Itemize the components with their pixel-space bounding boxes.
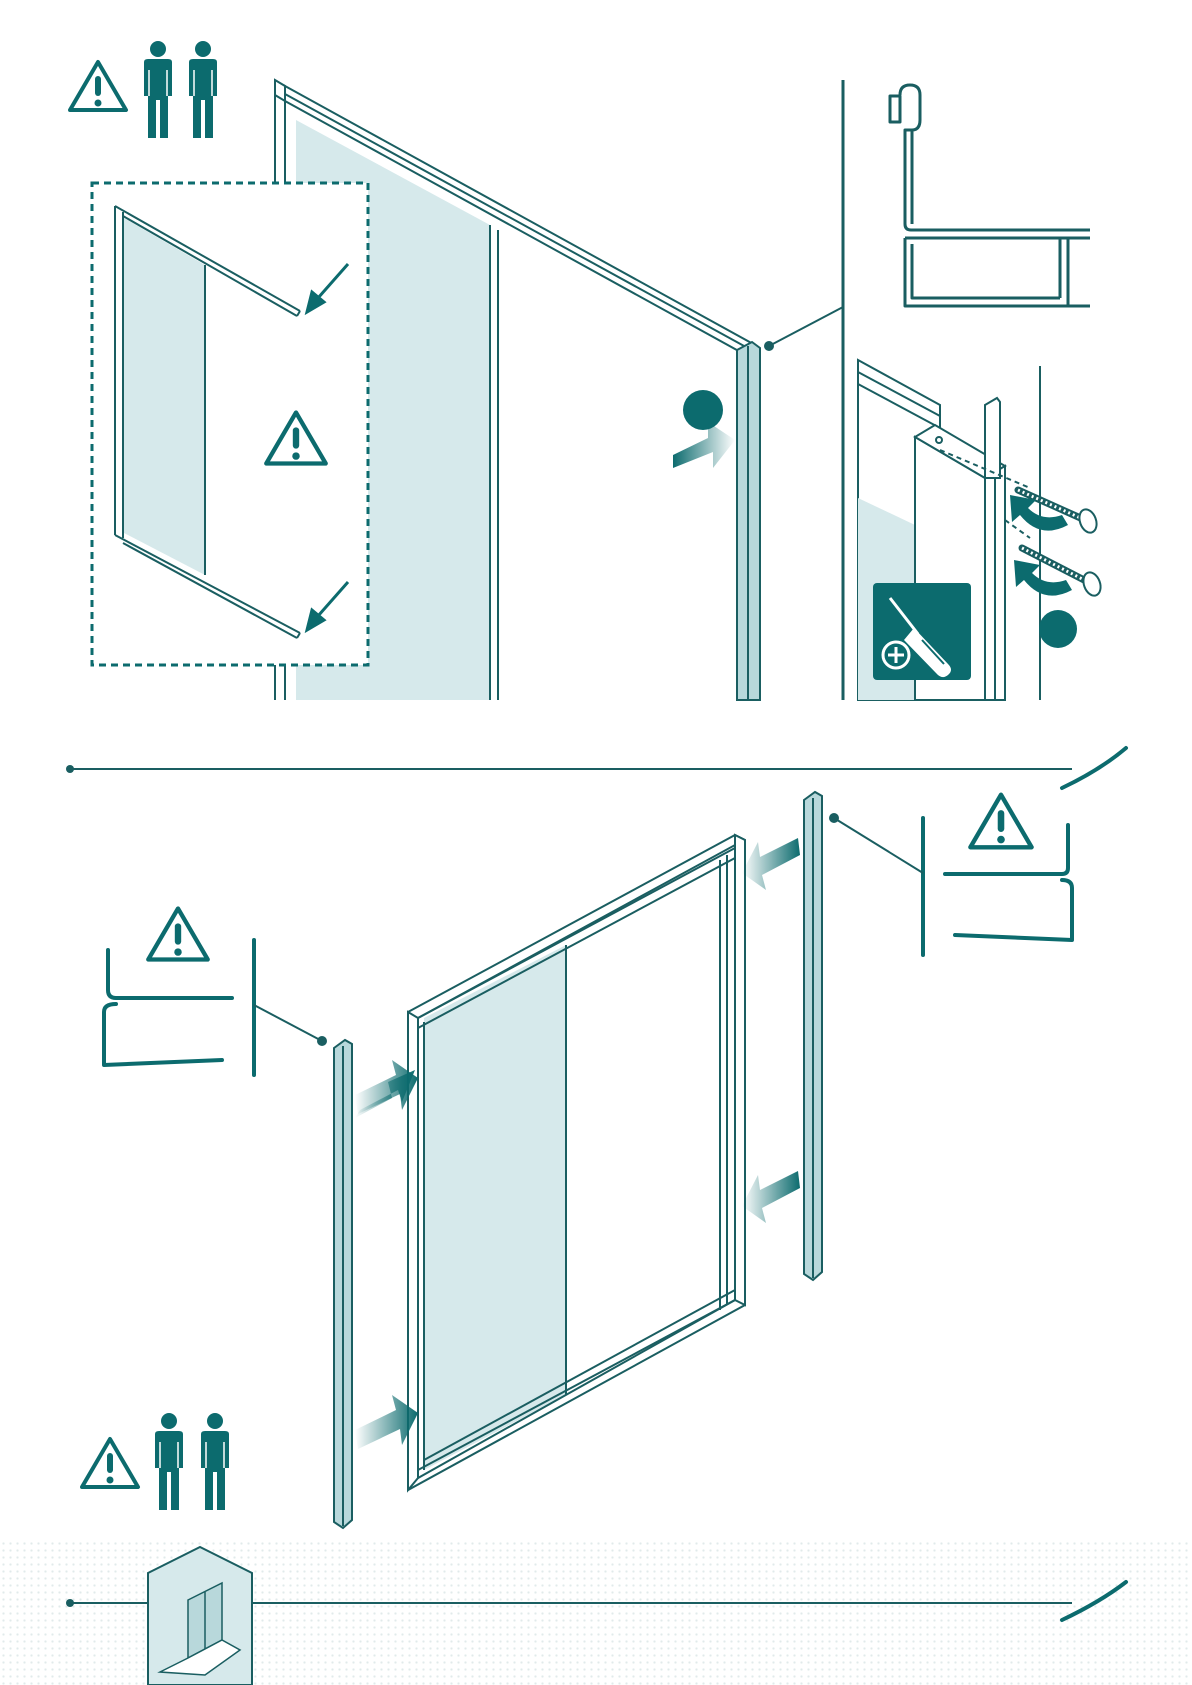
screwdriver-icon: [873, 583, 971, 680]
two-person-warning: [82, 1413, 229, 1510]
person-icon: [144, 41, 172, 138]
profile-cross-section: [890, 85, 1090, 306]
wall-profile: [737, 342, 760, 700]
warning-triangle-icon: [148, 909, 208, 960]
arrow-icon: [742, 1171, 800, 1223]
step-bottom: [82, 792, 1072, 1528]
step-separator: [66, 748, 1126, 788]
warning-triangle-icon: [82, 1439, 138, 1487]
callout-line: [769, 307, 843, 346]
person-icon: [189, 41, 217, 138]
detail-inset: [92, 183, 368, 665]
warning-triangle-icon: [70, 62, 126, 110]
person-icon: [155, 1413, 183, 1510]
callout-line: [254, 1005, 322, 1041]
callout-line: [834, 818, 923, 873]
person-icon: [201, 1413, 229, 1510]
two-person-warning: [70, 41, 217, 138]
step-badge: [1039, 610, 1077, 648]
step-badge: [683, 390, 723, 430]
wall-profile-left: [334, 1040, 352, 1528]
wall-profile-right: [804, 792, 822, 1280]
screw-detail: [858, 360, 1104, 700]
shower-enclosure-icon: [148, 1547, 252, 1685]
step-top: [70, 41, 1104, 700]
door-frame: [408, 835, 745, 1490]
arrow-icon: [742, 838, 800, 890]
warning-triangle-icon: [970, 795, 1031, 848]
